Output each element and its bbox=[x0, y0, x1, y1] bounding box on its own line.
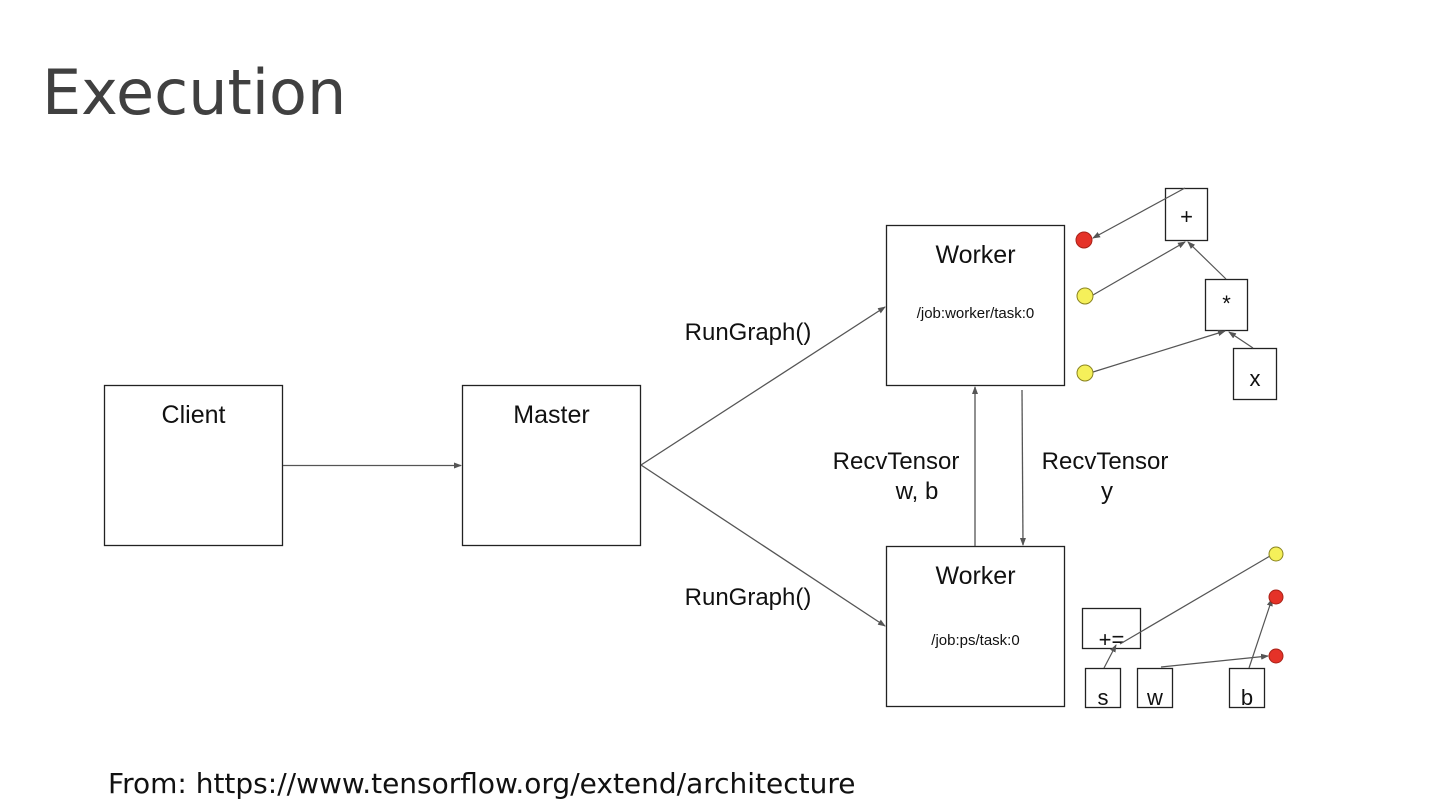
assign-add-op-node bbox=[1081, 607, 1142, 650]
top-subgraph: + * x bbox=[1075, 187, 1278, 401]
mul-op-node bbox=[1204, 278, 1249, 332]
x-node-label: x bbox=[1250, 366, 1261, 391]
slide-title: Execution bbox=[42, 56, 347, 129]
x-node bbox=[1232, 347, 1278, 401]
recv-left-line1: RecvTensor bbox=[833, 448, 960, 475]
mul-op-label: * bbox=[1222, 291, 1231, 316]
red-tensor-node bbox=[1075, 231, 1093, 249]
client-node: Client bbox=[103, 384, 284, 547]
worker-top-node: Worker /job:worker/task:0 bbox=[885, 224, 1066, 387]
b-node bbox=[1228, 667, 1266, 709]
s-node-label: s bbox=[1098, 685, 1109, 710]
red-tensor-node bbox=[1268, 589, 1284, 605]
yellow2-to-mul-edge bbox=[1092, 330, 1226, 373]
yellow-tensor-node bbox=[1268, 546, 1284, 562]
plus-to-red-edge bbox=[1092, 187, 1186, 239]
plus-op-label: + bbox=[1180, 204, 1193, 229]
s-to-assign-add-edge bbox=[1103, 644, 1117, 669]
recv-right-line2: y bbox=[1101, 478, 1113, 505]
yellow1-to-plus-edge bbox=[1092, 241, 1186, 296]
b-node-label: b bbox=[1241, 685, 1253, 710]
worker-top-label: Worker bbox=[935, 241, 1015, 269]
assign-add-to-yellow-edge bbox=[1119, 555, 1271, 645]
yellow-tensor-node bbox=[1076, 364, 1094, 382]
source-citation: From: https://www.tensorflow.org/extend/… bbox=[108, 767, 856, 800]
worker-bottom-label: Worker bbox=[935, 562, 1015, 590]
w-node bbox=[1136, 667, 1174, 709]
s-node bbox=[1084, 667, 1122, 709]
run-graph-top-arrow bbox=[640, 306, 886, 466]
w-node-label: w bbox=[1146, 685, 1163, 710]
w-to-red-edge bbox=[1160, 653, 1269, 668]
run-graph-bottom-label: RunGraph() bbox=[685, 584, 812, 611]
recv-right-line1: RecvTensor bbox=[1042, 448, 1169, 475]
worker-top-job: /job:worker/task:0 bbox=[917, 305, 1035, 322]
red-tensor-node bbox=[1268, 648, 1284, 664]
client-label: Client bbox=[162, 401, 226, 429]
plus-op-node bbox=[1164, 187, 1209, 242]
recv-tensor-down-arrow bbox=[1019, 389, 1026, 546]
worker-bottom-job: /job:ps/task:0 bbox=[931, 632, 1019, 649]
run-graph-top-label: RunGraph() bbox=[685, 319, 812, 346]
bottom-subgraph: += s w b bbox=[1081, 546, 1284, 710]
worker-bottom-node: Worker /job:ps/task:0 bbox=[885, 545, 1066, 708]
b-to-red-edge bbox=[1248, 598, 1273, 669]
yellow-tensor-node bbox=[1076, 287, 1094, 305]
mul-to-plus-edge bbox=[1187, 241, 1227, 280]
run-graph-bottom-arrow bbox=[640, 464, 886, 627]
master-node: Master bbox=[461, 384, 642, 547]
assign-add-label: += bbox=[1099, 627, 1125, 652]
master-label: Master bbox=[513, 401, 589, 429]
x-to-mul-edge bbox=[1228, 331, 1254, 349]
recv-left-line2: w, b bbox=[895, 478, 939, 505]
